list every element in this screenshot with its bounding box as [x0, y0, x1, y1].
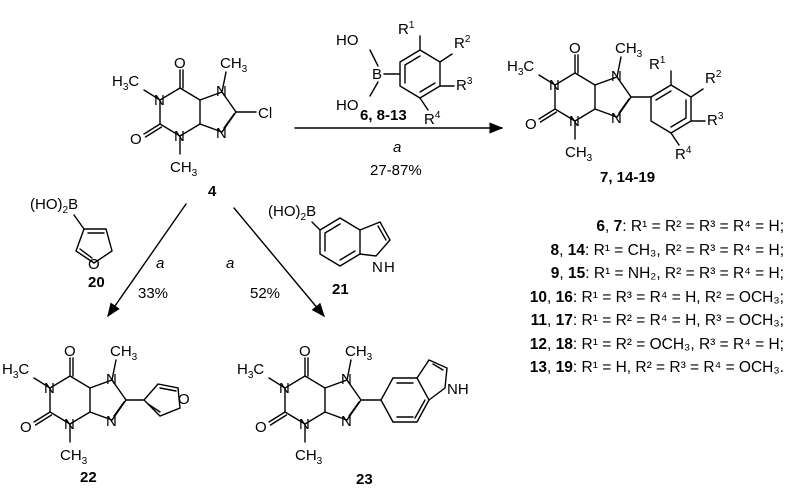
- svg-text:CH3: CH3: [110, 343, 138, 363]
- legend-row: 8, 14: R¹ = CH₃, R² = R³ = R⁴ = H;: [550, 241, 784, 259]
- svg-text:R1: R1: [649, 55, 666, 73]
- substituent-legend: 6, 7: R¹ = R² = R³ = R⁴ = H; 8, 14: R¹ = …: [506, 215, 792, 380]
- svg-text:(HO)2B: (HO)2B: [268, 203, 316, 223]
- svg-text:O: O: [64, 343, 76, 360]
- label-23: 23: [356, 471, 373, 488]
- indole-boronic-acid-structure: (HO)2B N H: [268, 203, 395, 276]
- svg-text:O: O: [174, 55, 186, 72]
- svg-text:N: N: [154, 92, 165, 109]
- legend-product-number: 16: [555, 288, 573, 306]
- label-7-14-19: 7, 14-19: [600, 169, 655, 186]
- svg-text:R3: R3: [707, 111, 724, 129]
- svg-text:N: N: [611, 68, 622, 85]
- svg-text:N: N: [299, 416, 310, 433]
- svg-text:CH3: CH3: [345, 343, 373, 363]
- svg-text:O: O: [255, 419, 267, 436]
- compound-23-structure: O O N H3C N CH3 N CH3 N NH: [237, 343, 469, 467]
- legend-product-number: 7: [613, 218, 623, 235]
- svg-text:R3: R3: [456, 76, 473, 94]
- reagent-condition: a: [393, 139, 401, 156]
- svg-text:HO: HO: [336, 32, 359, 49]
- legend-product-number: 17: [555, 312, 573, 329]
- svg-text:R4: R4: [675, 145, 692, 163]
- reagent-yield: 27-87%: [370, 162, 422, 179]
- svg-text:O: O: [569, 40, 581, 57]
- label-20: 20: [88, 274, 105, 291]
- svg-text:CH3: CH3: [615, 40, 643, 60]
- legend-compound-number: 13: [529, 359, 548, 376]
- compound-4-structure: O O N H3C N CH3 N CH3 N Cl: [112, 55, 272, 179]
- legend-product-number: 18: [555, 335, 573, 353]
- svg-text:N: N: [174, 128, 185, 145]
- svg-text:N: N: [106, 371, 117, 388]
- legend-row: 13, 19: R¹ = H, R² = R³ = R⁴ = OCH₃.: [529, 359, 784, 376]
- svg-text:CH3: CH3: [295, 447, 323, 467]
- route-indole-condition: a: [226, 255, 234, 272]
- svg-text:CH3: CH3: [60, 447, 88, 467]
- svg-text:O: O: [20, 419, 32, 436]
- route-furan-condition: a: [156, 255, 164, 272]
- product-aryl-structure: O O N H3C N CH3 N CH3 N R1 R2 R3 R4: [507, 40, 724, 164]
- svg-text:NH: NH: [447, 381, 469, 398]
- svg-text:N: N: [279, 380, 290, 397]
- svg-text:H3C: H3C: [507, 58, 534, 78]
- svg-text:R4: R4: [424, 110, 441, 128]
- legend-row: 12, 18: R¹ = R² = OCH₃, R³ = R⁴ = H;: [529, 335, 784, 353]
- svg-text:CH3: CH3: [565, 144, 593, 164]
- svg-text:H3C: H3C: [237, 361, 264, 381]
- legend-compound-number: 12: [529, 335, 548, 353]
- label-21: 21: [332, 281, 349, 298]
- svg-text:HO: HO: [336, 97, 359, 114]
- svg-text:N: N: [106, 413, 117, 430]
- legend-compound-number: 11: [530, 312, 548, 329]
- route-indole-yield: 52%: [250, 285, 280, 302]
- boronic-acid-aryl-structure: R1 R2 R3 R4 B HO HO: [336, 20, 473, 128]
- svg-text:R2: R2: [454, 34, 471, 52]
- svg-text:O: O: [130, 131, 142, 148]
- reagent-compounds: 6, 8-13: [360, 107, 407, 124]
- svg-text:R2: R2: [705, 69, 722, 87]
- svg-text:N: N: [341, 371, 352, 388]
- svg-text:(HO)2B: (HO)2B: [30, 196, 78, 216]
- legend-product-number: 15: [568, 265, 586, 282]
- svg-text:O: O: [299, 343, 311, 360]
- legend-compound-number: 6: [596, 218, 606, 235]
- svg-text:H: H: [384, 259, 395, 276]
- svg-text:N: N: [64, 416, 75, 433]
- legend-compound-number: 10: [529, 288, 548, 306]
- svg-text:R1: R1: [398, 20, 415, 38]
- route-furan-yield: 33%: [138, 285, 168, 302]
- svg-text:O: O: [88, 256, 100, 273]
- svg-text:N: N: [216, 83, 227, 100]
- svg-text:N: N: [549, 77, 560, 94]
- svg-text:N: N: [611, 110, 622, 127]
- legend-compound-number: 8: [550, 241, 560, 259]
- svg-text:O: O: [178, 391, 190, 408]
- legend-product-number: 19: [555, 359, 573, 376]
- svg-text:N: N: [341, 413, 352, 430]
- svg-text:N: N: [44, 380, 55, 397]
- label-22: 22: [80, 469, 97, 486]
- legend-product-number: 14: [567, 241, 585, 259]
- svg-text:N: N: [569, 113, 580, 130]
- legend-row: 11, 17: R¹ = R² = R⁴ = H, R³ = OCH₃;: [530, 312, 784, 329]
- legend-compound-number: 9: [550, 265, 560, 282]
- svg-text:N: N: [372, 259, 383, 276]
- legend-row: 10, 16: R¹ = R³ = R⁴ = H, R² = OCH₃;: [529, 288, 784, 306]
- svg-text:Cl: Cl: [258, 105, 272, 122]
- furan-boronic-acid-structure: (HO)2B O: [30, 196, 113, 273]
- svg-text:CH3: CH3: [170, 159, 198, 179]
- svg-text:O: O: [525, 116, 537, 133]
- legend-row: 6, 7: R¹ = R² = R³ = R⁴ = H;: [596, 218, 784, 235]
- label-4: 4: [208, 183, 217, 200]
- svg-text:B: B: [372, 66, 382, 83]
- svg-text:CH3: CH3: [220, 55, 248, 75]
- compound-22-structure: O O N H3C N CH3 N CH3 N O: [2, 343, 190, 467]
- legend-row: 9, 15: R¹ = NH₂, R² = R³ = R⁴ = H;: [550, 265, 784, 282]
- svg-text:H3C: H3C: [2, 361, 29, 381]
- svg-text:H3C: H3C: [112, 73, 139, 93]
- svg-text:N: N: [216, 125, 227, 142]
